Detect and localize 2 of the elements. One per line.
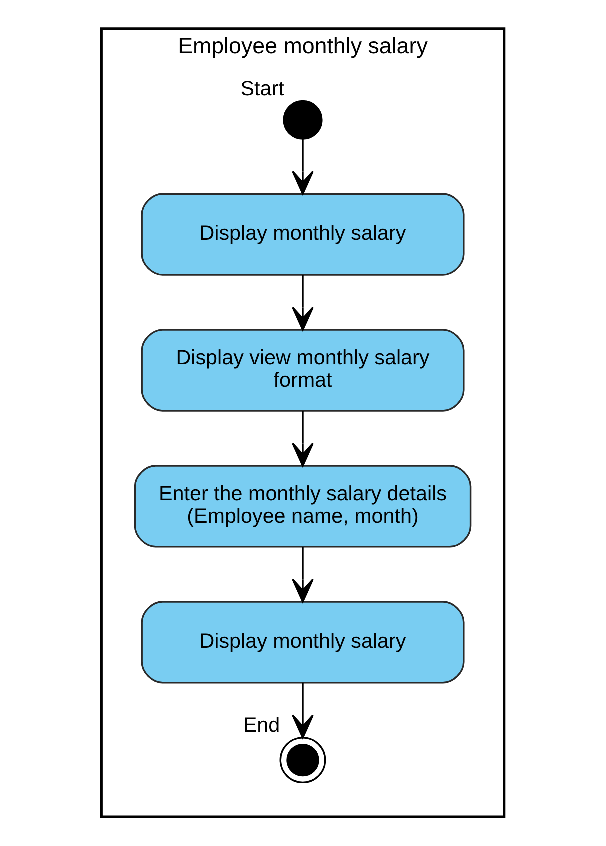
- node-label: Start: [240, 77, 284, 100]
- node-label: End: [243, 714, 280, 738]
